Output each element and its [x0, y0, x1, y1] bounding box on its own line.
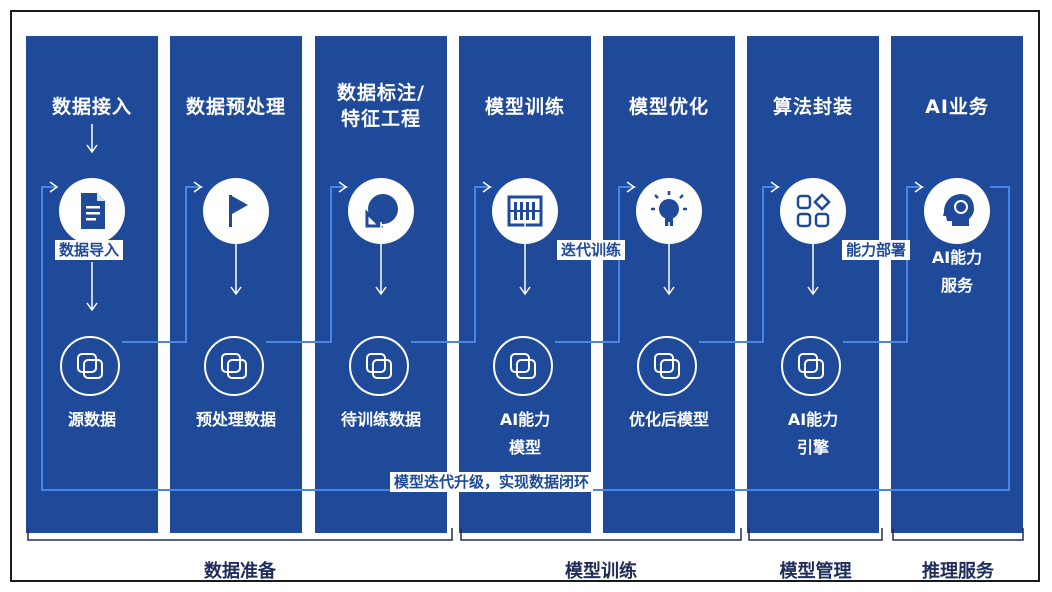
phase-label-inference: 推理服务	[922, 561, 994, 582]
arrowhead	[86, 302, 98, 312]
stage-output-label: 优化后模型	[628, 410, 709, 429]
data-node	[204, 336, 264, 396]
connector-lines	[41, 124, 1010, 491]
arrowhead	[914, 181, 924, 193]
step-connector	[699, 186, 780, 343]
lightbulb-icon	[636, 178, 702, 244]
data-node	[493, 336, 553, 396]
data-node	[349, 336, 409, 396]
step-connector	[122, 186, 203, 343]
phase-label-model-train: 模型训练	[565, 561, 637, 582]
stage-title: 数据接入	[51, 96, 132, 118]
brain-head-icon	[924, 178, 990, 244]
phase-label-model-mgmt: 模型管理	[779, 561, 852, 582]
arrowhead	[49, 181, 59, 193]
stage-title: 算法封装	[772, 96, 853, 118]
diagram-frame: 数据接入 源数据 数据预处理 预处理数据 数据标注/ 特征工程 待训练数据 模型…	[10, 10, 1040, 582]
arrowhead	[86, 144, 98, 154]
data-node	[637, 336, 697, 396]
stage-output-label: 待训练数据	[340, 410, 421, 429]
stage-output-label: 预处理数据	[195, 410, 276, 429]
stage-title: 模型优化	[628, 96, 709, 118]
stage-column-ai-business: AI业务 AI能力 服务	[891, 36, 1023, 533]
stage-title: 数据标注/ 特征工程	[337, 82, 425, 130]
data-import-tag: 数据导入	[55, 240, 124, 260]
deploy-tag: 能力部署	[842, 240, 911, 260]
loop-tag: 模型迭代升级，实现数据闭环	[390, 472, 594, 492]
data-node	[60, 336, 120, 396]
stage-output-label: 源数据	[67, 410, 116, 429]
arrowhead	[519, 286, 531, 296]
arrowhead	[482, 181, 492, 193]
stage-title: 数据预处理	[185, 96, 286, 118]
arrowhead	[663, 286, 675, 296]
stage-output-label: AI能力 引擎	[787, 410, 839, 457]
step-connector	[555, 186, 636, 343]
service-label: AI能力 服务	[931, 248, 983, 295]
arrowhead	[193, 181, 203, 193]
stage-title: AI业务	[925, 96, 989, 118]
phase-label-data-prep: 数据准备	[204, 561, 276, 582]
arrowhead	[338, 181, 348, 193]
stage-output-label: AI能力 模型	[499, 410, 551, 457]
arrowhead	[375, 286, 387, 296]
arrowhead	[626, 181, 636, 193]
step-connector	[843, 186, 924, 343]
step-connector	[411, 186, 492, 343]
iterate-train-tag: 迭代训练	[557, 240, 626, 260]
arrowhead	[807, 286, 819, 296]
arrowhead	[230, 286, 242, 296]
arrowhead	[770, 181, 780, 193]
step-connector	[266, 186, 348, 343]
stage-title: 模型训练	[484, 96, 565, 118]
phase-brackets	[27, 528, 1024, 541]
stage-column-data-access: 数据接入 源数据	[26, 36, 158, 533]
document-icon	[59, 178, 125, 244]
data-node	[781, 336, 841, 396]
